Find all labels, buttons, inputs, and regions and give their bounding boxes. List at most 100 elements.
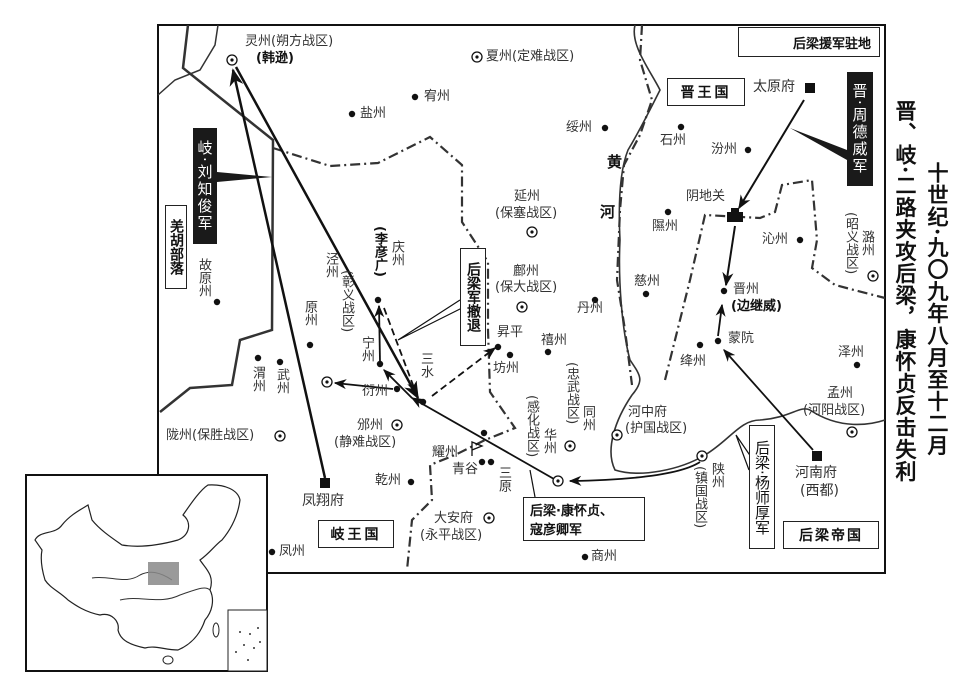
place-fangzhou: 坊州 (493, 361, 520, 376)
town-dot (677, 123, 685, 131)
map-title-line2: 晋、岐·二路夹攻后梁，康怀贞反击失利 (893, 100, 918, 483)
place-wuzhou: 武州 (274, 368, 289, 394)
yellow-river (610, 24, 886, 474)
town-dot (696, 341, 704, 349)
town-dot (744, 146, 752, 154)
arrow-retreat-qingzhou-sanshui (383, 307, 417, 395)
army-qi-liu-zhijun: 岐·刘知俊军 (193, 128, 217, 244)
place-guyuan: 故原州 (196, 258, 211, 297)
town-dot (714, 337, 722, 345)
army-label-line: 寇彦卿军 (530, 523, 583, 538)
callout-pointer (397, 299, 463, 341)
arrow-sanshui-ningzhou (383, 369, 413, 399)
town-dot (374, 296, 382, 304)
place-xizhou: 隰州 (652, 219, 679, 234)
commander-bianjiwei: (边继威) (731, 299, 782, 314)
place-huazhou: 华州 (541, 428, 556, 454)
place-shengping: 昇平 (497, 325, 524, 340)
legend-box: 后梁援军驻地 (738, 27, 880, 57)
place-shangzhou: 商州 (591, 549, 618, 564)
place-taiyuan: 太原府 (753, 79, 795, 95)
place-suizhou: 绥州 (566, 120, 593, 135)
border-jin-liang (615, 24, 654, 386)
commander-hanxun: (韩逊) (256, 51, 294, 66)
town-dot (591, 296, 599, 304)
district-baosai: (保塞战区) (495, 206, 558, 221)
town-dot (494, 343, 502, 351)
place-jinzhou: 晋州 (733, 282, 760, 297)
town-dot (419, 398, 427, 406)
place-zezhou: 泽州 (838, 345, 865, 360)
town-dot (601, 124, 609, 132)
legend-flag-label: 后梁援军驻地 (792, 36, 871, 52)
district-yongping: (永平战区) (420, 528, 483, 543)
district-huguo: (护国战区) (625, 421, 688, 436)
commander-liyanguang: (李彦广) (372, 226, 387, 277)
arrow-ningzhou-qingzhou (374, 304, 385, 363)
arrow-taiyuan-yindiguan (738, 99, 805, 210)
district-zhenguo: (镇国战区) (692, 466, 707, 529)
callout-pointer (529, 469, 536, 498)
town-dot (306, 341, 314, 349)
border-jin-liang (663, 178, 886, 381)
place-qinggu: 青谷 (452, 462, 479, 477)
place-daan: 大安府 (434, 511, 474, 526)
town-dot (276, 358, 284, 366)
map-title-line1: 十世纪·九〇九年八月至十二月 (925, 162, 950, 457)
town-dot (581, 553, 589, 561)
town-dot (268, 548, 276, 556)
river-label: 黄 (607, 153, 623, 171)
arrow-mengkeng-jinzhou (715, 303, 726, 337)
place-xidu: (西都) (800, 483, 839, 499)
inset-south-china-sea (227, 609, 268, 672)
arrow-yanzhou-zhangyi (333, 379, 394, 390)
capital-square (812, 451, 822, 461)
town-dot (544, 348, 552, 356)
town-dot (254, 354, 262, 362)
arrow-qi-fengxiang-lingzhou (229, 68, 327, 479)
flag-icon (471, 441, 484, 456)
place-hezhong: 河中府 (628, 405, 668, 420)
place-yaozhou: 耀州 (432, 445, 459, 460)
town-dot (407, 478, 415, 486)
place-youzhou: 宥州 (424, 89, 451, 104)
town-dot (393, 385, 401, 393)
place-qingzhou: 庆州 (389, 240, 404, 266)
district-zhongwu: (忠武战区) (564, 362, 579, 425)
town-dot (480, 429, 488, 437)
arrow-henan-mengkeng (723, 349, 814, 451)
place-lingzhou: 灵州(朔方战区) (245, 34, 334, 49)
place-shizhou: 石州 (660, 133, 687, 148)
town-dot (213, 298, 221, 306)
river-label: 河 (600, 203, 616, 221)
district-zhangyi: (彰义战区) (339, 270, 354, 333)
town-dot (720, 287, 728, 295)
place-qinzhou: 沁州 (762, 232, 789, 247)
inset-hainan (162, 655, 174, 665)
place-fengzhou: 凤州 (279, 544, 306, 559)
place-shanzhou: 陕州 (709, 462, 724, 488)
place-yindiguan: 阴地关 (686, 189, 726, 204)
border-solid (159, 24, 275, 413)
capital-square (320, 478, 330, 488)
place-yanzhou2: 衍州 (362, 384, 389, 399)
arrow-huazhou-sanshui (410, 397, 555, 480)
callout-pointer (217, 172, 272, 182)
place-jiangzhou: 绛州 (680, 354, 707, 369)
place-mengkeng: 蒙阬 (728, 331, 755, 346)
town-dot (642, 290, 650, 298)
inset-highlight-region (148, 562, 179, 585)
town-dot (506, 351, 514, 359)
place-yanzhou-salt: 盐州 (360, 106, 387, 121)
place-mengzhou: 孟州 (827, 386, 854, 401)
place-yanzhou: 延州 (514, 189, 541, 204)
pass-marker (727, 208, 743, 222)
army-label-line: 后梁·康怀贞、 (530, 504, 613, 519)
town-dot (348, 110, 356, 118)
town-dot (664, 208, 672, 216)
army-jin-zhou-dewei: 晋·周德威军 (847, 72, 873, 186)
map-frame (157, 24, 886, 574)
place-xizhou2: 禧州 (541, 333, 568, 348)
town-dot (853, 361, 861, 369)
tribe-qianghu: 羌胡部落 (165, 205, 187, 289)
